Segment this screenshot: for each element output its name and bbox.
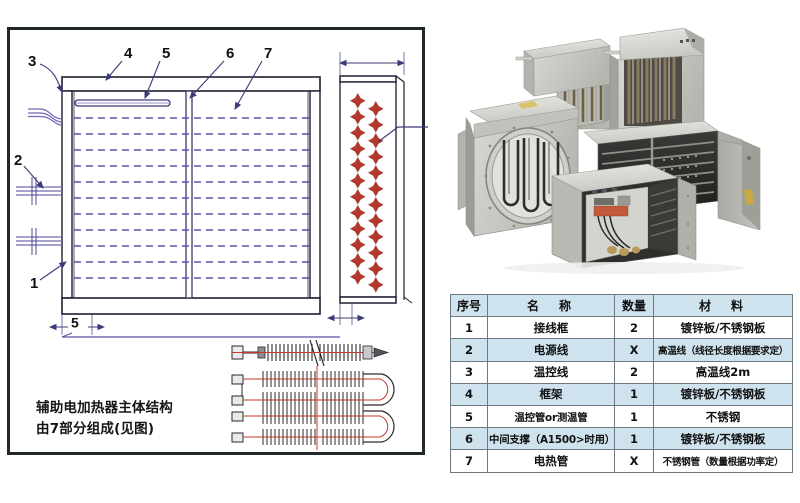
side-view [326, 52, 428, 325]
heater-frame-body [61, 76, 321, 315]
heating-tubes-dashed [74, 117, 309, 279]
cell-material: 高温线2m [653, 360, 793, 384]
heater-unit-front-control [551, 163, 697, 269]
cell-qty: 1 [614, 427, 654, 451]
cell-name: 电热管 [487, 449, 615, 473]
cell-material: 镀锌板/不锈钢板 [653, 316, 793, 340]
cell-qty: X [614, 338, 654, 362]
product-photo-image [452, 18, 796, 286]
cell-qty: X [614, 449, 654, 473]
parts-table: 序号 名 称 数量 材 料 1 接线框 2 镀锌板/不锈钢板 2 电源线 X 高… [450, 293, 793, 473]
cell-name: 框架 [487, 382, 615, 406]
table-row: 7 电热管 X 不锈钢管（数量根据功率定） [450, 449, 793, 473]
cell-name: 温控管or测温管 [487, 404, 615, 429]
table-row: 6 中间支撑（A1500>时用） 1 镀锌板/不锈钢板 [450, 427, 793, 451]
caption-line-2: 由7部分组成(见图) [36, 421, 155, 437]
cell-qty: 2 [614, 316, 654, 340]
product-photo [452, 18, 796, 286]
callout-7: 7 [264, 45, 272, 62]
callout-3: 3 [28, 53, 36, 70]
technical-drawing: 3 4 5 6 7 2 1 5 [14, 45, 428, 450]
table-row: 1 接线框 2 镀锌板/不锈钢板 [450, 316, 793, 340]
cell-qty: 1 [614, 382, 654, 406]
cell-no: 1 [450, 316, 488, 340]
cell-qty: 2 [614, 360, 654, 384]
header-name: 名 称 [487, 293, 615, 318]
table-header-row: 序号 名 称 数量 材 料 [450, 293, 793, 318]
cell-no: 2 [450, 338, 488, 362]
heating-element-u-2 [231, 403, 395, 450]
heating-element-u-1 [231, 366, 395, 414]
heating-element-straight [231, 339, 390, 367]
cell-no: 6 [450, 427, 488, 451]
dimension-label-5: 5 [71, 315, 79, 331]
table-row: 3 温控线 2 高温线2m [450, 360, 793, 384]
power-supply-cables [16, 177, 62, 255]
cell-name: 电源线 [487, 338, 615, 362]
cell-material: 不锈钢管（数量根据功率定） [653, 449, 793, 473]
callout-leader-lines [23, 60, 263, 281]
header-qty: 数量 [614, 293, 654, 318]
cell-no: 5 [450, 404, 488, 429]
cell-material: 镀锌板/不锈钢板 [653, 382, 793, 406]
parts-table-header: 序号 名 称 数量 材 料 [450, 293, 793, 318]
callout-4: 4 [124, 45, 133, 62]
cell-name: 中间支撑（A1500>时用） [487, 427, 615, 451]
table-row: 5 温控管or测温管 1 不锈钢 [450, 404, 793, 429]
cell-qty: 1 [614, 404, 654, 429]
header-no: 序号 [450, 293, 488, 318]
table-row: 2 电源线 X 高温线（线径长度根据要求定） [450, 338, 793, 362]
technical-drawing-frame: 3 4 5 6 7 2 1 5 [7, 27, 428, 455]
heater-unit-rear-right [609, 27, 705, 149]
cell-no: 3 [450, 360, 488, 384]
temperature-control-tube [74, 99, 171, 107]
dimension-bottom: 5 [48, 314, 340, 338]
callout-2: 2 [14, 152, 22, 169]
cell-no: 4 [450, 382, 488, 406]
cell-no: 7 [450, 449, 488, 473]
parts-table-body: 1 接线框 2 镀锌板/不锈钢板 2 电源线 X 高温线（线径长度根据要求定） … [450, 316, 793, 473]
cell-material: 高温线（线径长度根据要求定） [653, 338, 793, 362]
cell-name: 接线框 [487, 316, 615, 340]
callout-1: 1 [30, 275, 38, 292]
drawing-caption: 辅助电加热器主体结构 由7部分组成(见图) [36, 398, 251, 440]
cell-name: 温控线 [487, 360, 615, 384]
tube-cross-sections [350, 93, 384, 293]
header-material: 材 料 [653, 293, 793, 318]
callout-5: 5 [162, 45, 170, 62]
caption-line-1: 辅助电加热器主体结构 [36, 400, 173, 416]
table-row: 4 框架 1 镀锌板/不锈钢板 [450, 382, 793, 406]
cell-material: 镀锌板/不锈钢板 [653, 427, 793, 451]
cell-material: 不锈钢 [653, 404, 793, 429]
heating-element-illustrations [231, 339, 395, 450]
callout-6: 6 [226, 45, 234, 62]
temperature-control-wire [28, 108, 63, 126]
